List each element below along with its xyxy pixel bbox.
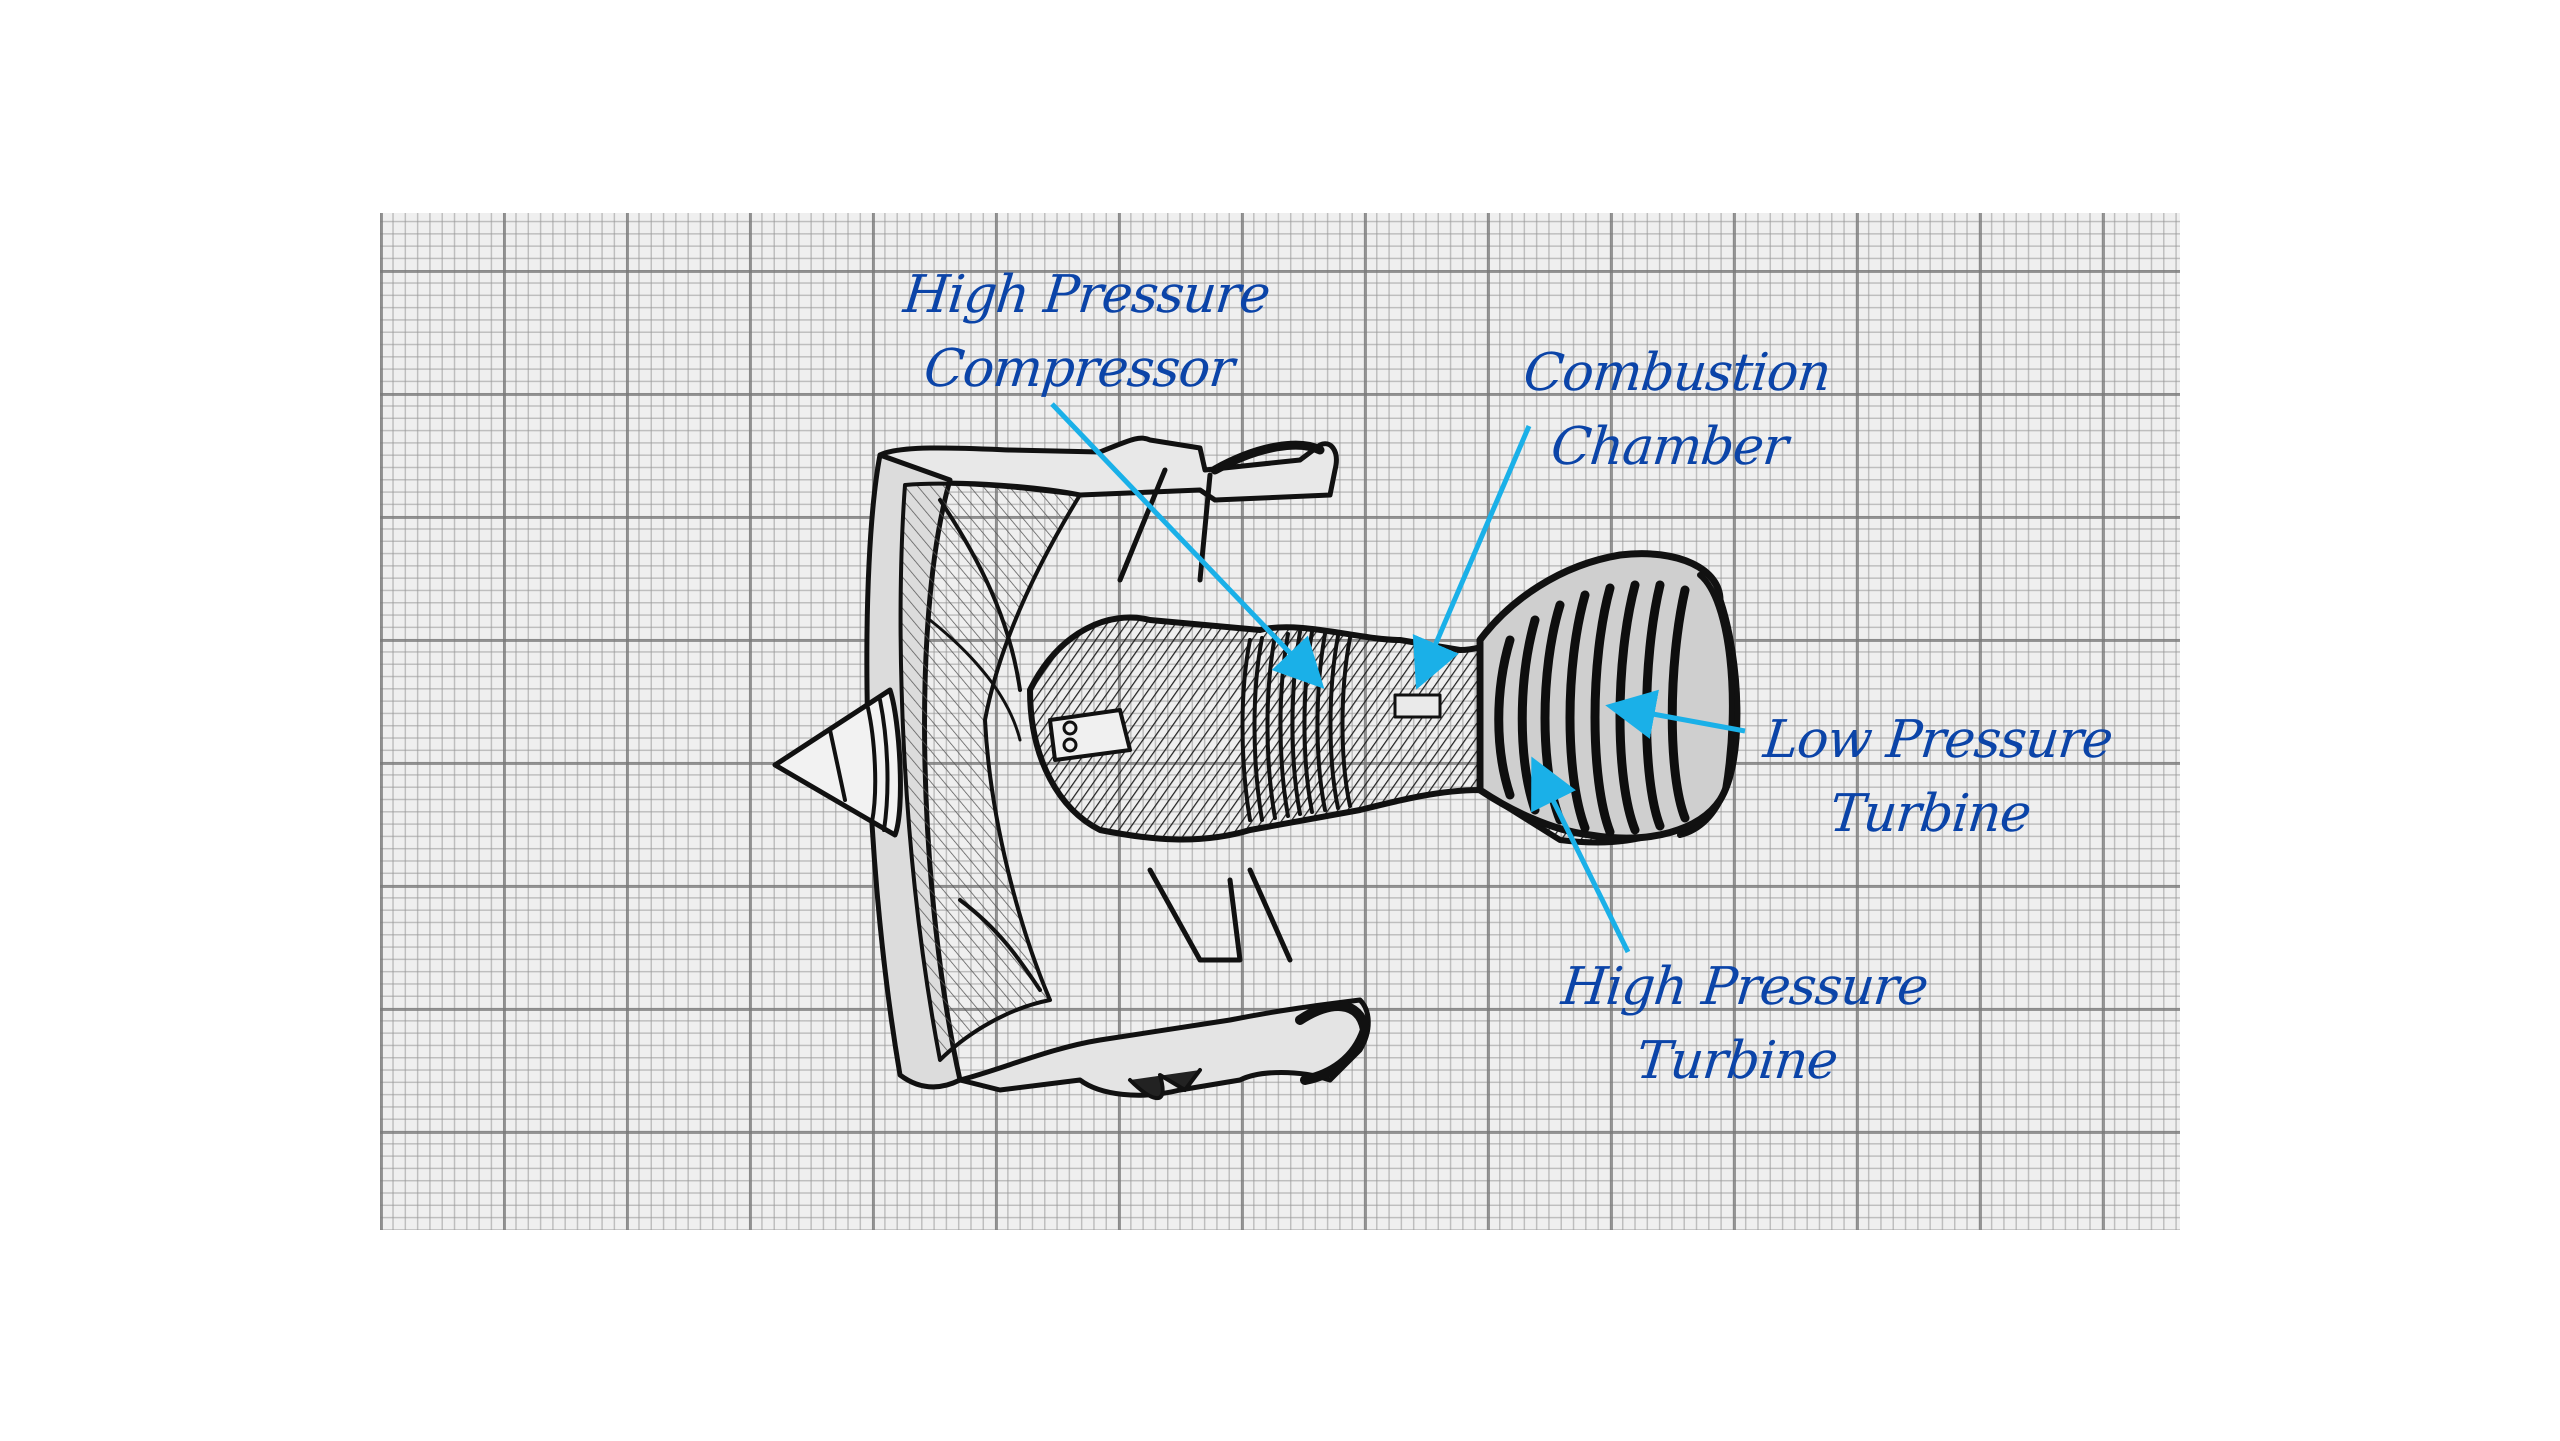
exhaust-rim <box>1677 572 1735 838</box>
label-cc-line2: Chamber <box>1548 417 1791 477</box>
label-hpc-line2: Compressor <box>921 339 1237 399</box>
combustion-arrow <box>1412 425 1532 690</box>
lower-mount <box>1128 1068 1202 1101</box>
label-combustion-chamber: Combustion Chamber <box>1512 336 1834 484</box>
label-low-pressure-turbine: Low Pressure Turbine <box>1752 703 2116 851</box>
fan-blades <box>898 481 1082 1062</box>
combustor-housing <box>1393 693 1442 719</box>
lower-strut <box>1147 867 1293 963</box>
label-hpc-line1: High Pressure <box>900 265 1273 325</box>
lpt-arrow <box>1605 689 1746 739</box>
label-lpt-line2: Turbine <box>1826 784 2034 844</box>
label-cc-line1: Combustion <box>1520 343 1834 403</box>
leader-arrows <box>1050 402 1746 954</box>
label-high-pressure-compressor: High Pressure Compressor <box>892 258 1273 406</box>
hpc-arrow <box>1050 402 1325 689</box>
label-lpt-line1: Low Pressure <box>1760 710 2116 770</box>
label-high-pressure-turbine: High Pressure Turbine <box>1550 950 1931 1098</box>
label-hpt-line2: Turbine <box>1633 1031 1841 1091</box>
label-hpt-line1: High Pressure <box>1558 957 1931 1017</box>
hpt-arrow <box>1531 756 1631 954</box>
shaft <box>1048 708 1132 762</box>
